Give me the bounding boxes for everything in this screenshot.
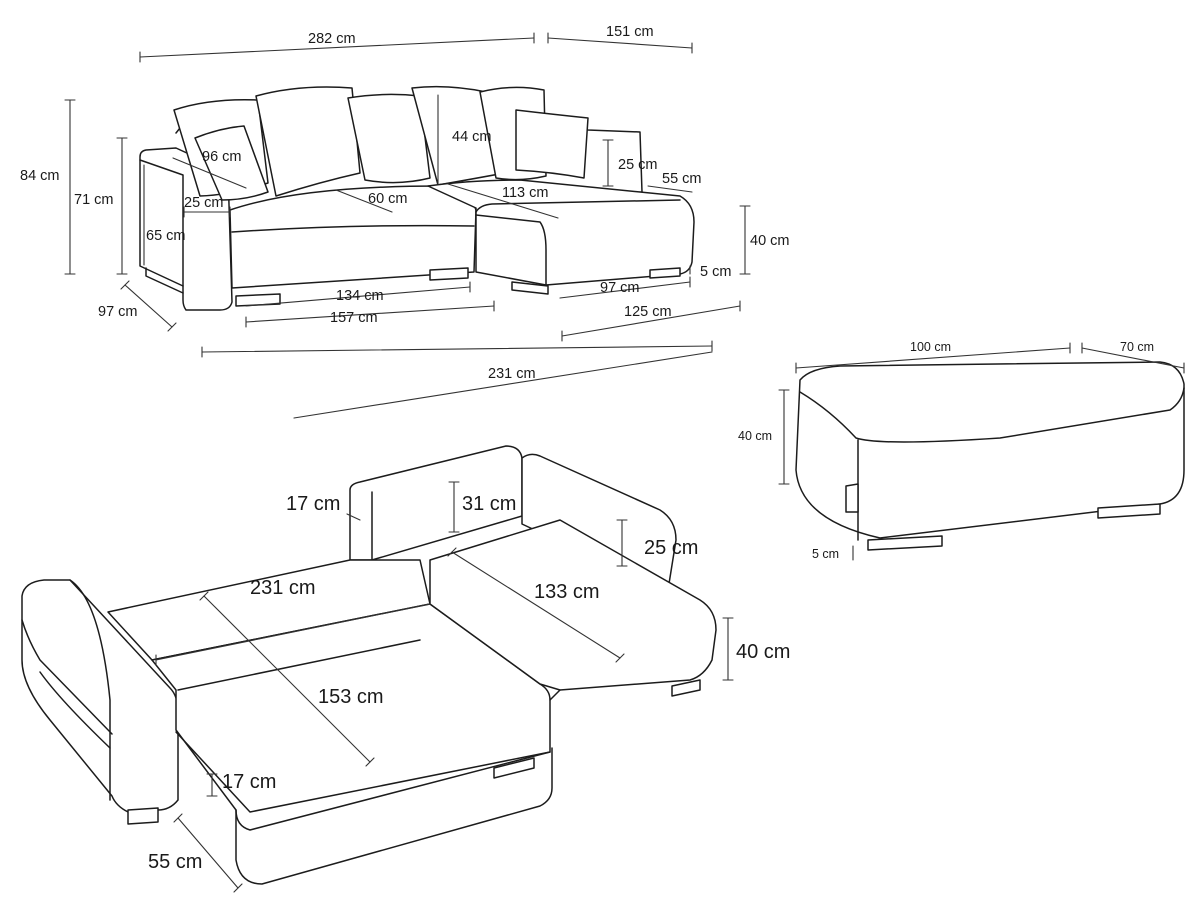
ottoman-dimension-labels: 100 cm 70 cm 40 cm 5 cm [738,340,1154,561]
label-ottoman-depth: 70 cm [1120,340,1154,354]
label-ottoman-foot: 5 cm [812,547,839,561]
label-foot-height: 5 cm [700,264,731,280]
ottoman-drawing [795,361,1185,551]
bed-armrest-underside [39,671,111,749]
sofa-dimension-lines [64,32,751,419]
label-height-no-cushion: 71 cm [74,192,114,208]
label-ottoman-width: 100 cm [910,340,951,354]
bed-front-edge [175,731,551,813]
small-cushion-right [515,109,589,179]
label-chaise-length: 125 cm [624,304,672,320]
bed-middle-seam [177,639,421,691]
bed-foot-right [671,679,701,697]
label-ottoman-height: 40 cm [738,429,772,443]
label-bed-arm-thickness: 17 cm [222,771,276,793]
small-cushion-left [194,125,269,201]
bed-back-cushion-right [521,453,677,591]
chaise-seat [427,179,695,286]
bed-foot-mid [493,757,535,779]
sofa-dimension-labels: 282 cm 151 cm 84 cm 71 cm 65 cm 97 cm 96… [20,24,790,382]
ottoman-foot-back [1097,503,1161,519]
ottoman-top-edge [799,387,1185,443]
bed-foot-left [127,807,159,825]
corner-sofa-drawing [139,85,695,311]
label-seat-depth: 60 cm [368,191,408,207]
label-chaise-arm-height: 25 cm [618,157,658,173]
label-total-height: 84 cm [20,168,60,184]
bed-armrest-front [69,579,111,801]
label-armrest-depth: 96 cm [202,149,242,165]
label-chaise-arm-width: 55 cm [662,171,702,187]
label-bed-width: 231 cm [250,577,316,599]
bed-dimension-lines [155,481,734,893]
label-body-width: 231 cm [488,366,536,382]
bed-chaise-mattress [429,519,717,691]
label-armrest-width: 25 cm [184,195,224,211]
label-bed-chaise-length: 133 cm [534,581,600,603]
label-seat-width: 134 cm [336,288,384,304]
label-chaise-width: 97 cm [600,280,640,296]
label-bed-arm-width: 55 cm [148,851,202,873]
label-depth: 97 cm [98,304,138,320]
sofa-armrest-foot [145,267,184,294]
label-bed-back-cushion: 31 cm [462,493,516,515]
bed-armrest-inner [21,619,113,735]
bed-base-front [235,747,553,885]
back-pillow-3 [347,93,431,184]
ottoman-dimension-lines [778,342,1185,561]
label-armrest-height: 65 cm [146,228,186,244]
chaise-front-edge [475,214,547,286]
label-cushion-height: 44 cm [452,129,492,145]
label-total-width: 282 cm [308,31,356,47]
foot-front-mid [429,267,469,281]
foot-chaise-front [511,281,549,295]
back-pillow-2 [255,86,361,197]
sofa-armrest-side [139,159,184,287]
foot-front-left [235,293,281,307]
label-chaise-depth-top: 151 cm [606,24,654,40]
label-bed-right-arm-height: 25 cm [644,537,698,559]
foot-chaise-right [649,267,681,279]
bed-seam-joint [549,689,561,701]
label-bed-back-height: 17 cm [286,493,340,515]
ottoman-side-handle [845,483,859,513]
bed-upper-mattress [107,559,431,661]
bed-dimension-labels: 17 cm 31 cm 25 cm 231 cm 133 cm 40 cm 15… [148,493,790,873]
label-sofa-length: 157 cm [330,310,378,326]
seat-front-edge [231,224,475,233]
chaise-top-edge [475,199,681,213]
label-chaise-seat-length: 113 cm [502,185,548,201]
label-seat-height: 40 cm [750,233,790,249]
label-bed-height: 40 cm [736,641,790,663]
bed-left-armrest [21,579,179,813]
label-bed-depth: 153 cm [318,686,384,708]
sofa-bed-drawing [21,445,717,885]
ottoman-foot-front [867,535,943,551]
ottoman-body [795,361,1185,539]
